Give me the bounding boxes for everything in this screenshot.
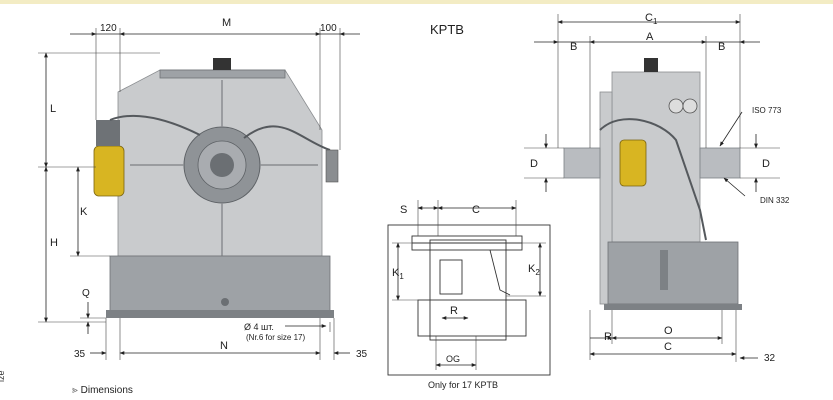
side-dim-D-right-label: D [762, 158, 770, 170]
inset-caption: Only for 17 KPTB [428, 380, 498, 390]
front-top-cap [159, 69, 286, 79]
oil-cooler [93, 145, 125, 197]
side-dim-A-label: A [646, 31, 654, 43]
input-shaft [563, 147, 601, 179]
sight-glass [325, 149, 339, 183]
side-dim-R-label: R [604, 331, 612, 343]
drawing-title: KPTB [430, 22, 464, 37]
front-base-foot [106, 310, 334, 318]
inset-frame [387, 224, 551, 376]
side-dim-O-label: O [664, 325, 673, 337]
pressure-gauge-2 [682, 98, 698, 114]
dim-M-label: M [222, 17, 231, 29]
side-base [607, 241, 739, 305]
dim-35-left-label: 35 [74, 349, 86, 360]
side-dim-32-label: 32 [764, 353, 776, 364]
din-label: DIN 332 [760, 196, 790, 205]
oil-pipe [109, 114, 201, 136]
inset-dim-R-label: R [450, 305, 458, 317]
dim-K-label: K [80, 206, 88, 218]
cooler-head [96, 120, 120, 146]
dim-L-label: L [50, 103, 56, 115]
inset-dim-OG-label: OG [446, 354, 460, 364]
side-rib [660, 250, 668, 290]
side-dim-C-label: C [664, 341, 672, 353]
dim-100-label: 100 [320, 23, 337, 34]
inset-dim-C-label: C [472, 204, 480, 216]
side-pipe [599, 118, 707, 241]
double-chevron-icon: ⪢ [72, 385, 78, 396]
pressure-gauge-1 [668, 98, 684, 114]
side-view: C1 A B B D D ISO 773 DIN 332 R O C 32 [524, 12, 790, 364]
side-base-foot [604, 304, 742, 310]
page-top-rule [0, 0, 833, 4]
oil-pipe-right [243, 125, 331, 151]
front-base [109, 255, 331, 315]
dim-35-right-label: 35 [356, 349, 368, 360]
output-shaft [699, 147, 741, 179]
dim-120-label: 120 [100, 23, 117, 34]
front-view: 120 M 100 L K H Q 35 N 35 Ø 4 шт. (Nr.6 … [38, 17, 368, 360]
iso-label: ISO 773 [752, 106, 782, 115]
side-breather [644, 58, 658, 72]
inset-dim-K2-label: K2 [528, 263, 540, 277]
flange-hub [210, 153, 234, 177]
side-dim-B-left-label: B [570, 41, 577, 53]
page-side-label: ize [0, 370, 6, 382]
side-dim-B-right-label: B [718, 41, 725, 53]
inset-dim-K1-label: K1 [392, 267, 404, 281]
dim-H-label: H [50, 237, 58, 249]
inset-dim-S-label: S [400, 204, 407, 216]
hole-note-line2: (Nr.6 for size 17) [246, 333, 305, 342]
side-dim-C1-label: C1 [645, 12, 658, 26]
dim-Q-label: Q [82, 288, 90, 299]
side-oil-cooler [619, 139, 647, 187]
section-footer: ⪢Dimensions [72, 385, 133, 396]
section-label: Dimensions [80, 385, 133, 396]
hole-note-line1: Ø 4 шт. [244, 322, 274, 332]
breather-cap [213, 58, 231, 70]
inset-view: S C K1 K2 R OG Only for 17 KPTB [387, 200, 551, 390]
side-dim-D-left-label: D [530, 158, 538, 170]
drain-plug [221, 298, 229, 306]
dim-N-label: N [220, 340, 228, 352]
